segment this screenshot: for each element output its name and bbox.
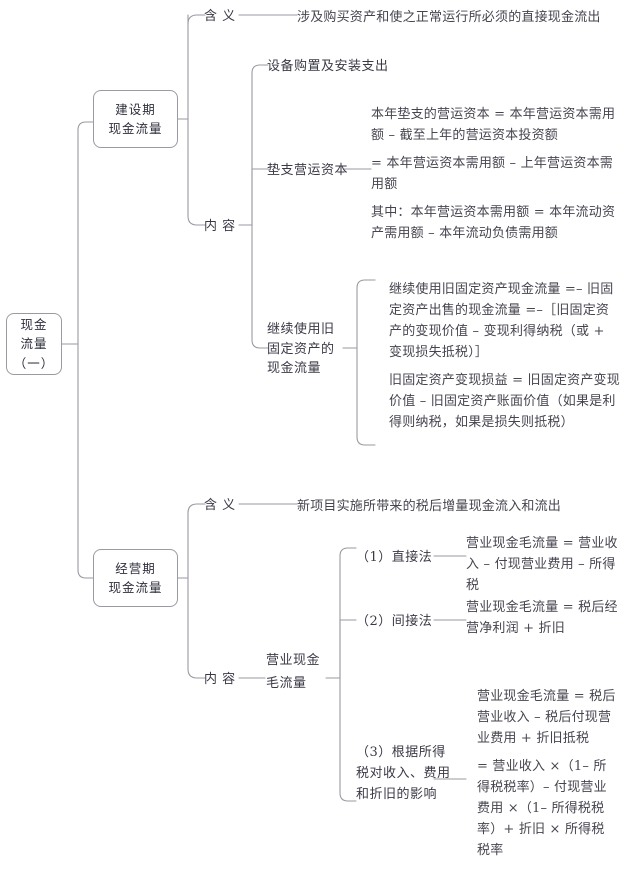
node-operation-period[interactable]: 经营期 现金流量	[93, 549, 178, 607]
node-construction-line-1: 现金流量	[108, 121, 163, 136]
node-construction-period[interactable]: 建设期 现金流量	[93, 90, 178, 148]
label-working-capital[interactable]: 垫支营运资本	[267, 163, 349, 178]
text-working-capital-line-2: 其中：本年营运资本需用额 = 本年流动资产需用额 – 本年流动负债需用额	[371, 205, 616, 242]
text-direct-method: 营业现金毛流量 = 营业收入 – 付现营业费用 – 所得税	[466, 533, 618, 596]
text-working-capital-line-0: 本年垫支的营运资本 = 本年营运资本需用额 – 截至上年的营运资本投资额	[371, 107, 616, 144]
text-old-fixed-asset: 继续使用旧固定资产现金流量 =– 旧固定资产出售的现金流量 =–［旧固定资产的变…	[389, 279, 620, 433]
label-construction-meaning[interactable]: 含 义	[204, 9, 236, 24]
label-operation-meaning[interactable]: 含 义	[204, 498, 236, 513]
text-operation-meaning: 新项目实施所带来的税后增量现金流入和流出	[297, 496, 617, 517]
node-root-line-0: 现金	[20, 316, 48, 332]
label-construction-content[interactable]: 内 容	[204, 219, 236, 234]
text-operation-meaning-line-0: 新项目实施所带来的税后增量现金流入和流出	[297, 499, 562, 514]
text-indirect-method-line-0: 营业现金毛流量 = 税后经营净利润 + 折旧	[466, 600, 618, 637]
text-income-tax-effect-line-0: 营业现金毛流量 = 税后营业收入 – 税后付现营业费用 + 折旧抵税	[477, 689, 616, 747]
label-indirect-method[interactable]: （2）间接法	[356, 614, 433, 629]
text-construction-meaning: 涉及购买资产和使之正常运行所必须的直接现金流出	[297, 7, 617, 28]
node-root-line-1: 流量	[20, 336, 48, 352]
node-operation-line-1: 现金流量	[108, 580, 163, 595]
node-construction-line-0: 建设期	[115, 101, 156, 117]
text-old-fixed-asset-line-1: 旧固定资产变现损益 = 旧固定资产变现价值 – 旧固定资产账面价值（如果是利得则…	[389, 373, 620, 431]
text-direct-method-line-0: 营业现金毛流量 = 营业收入 – 付现营业费用 – 所得税	[466, 536, 618, 594]
node-root-line-2: （一）	[13, 355, 55, 371]
label-equipment-purchase[interactable]: 设备购置及安装支出	[267, 59, 389, 74]
text-income-tax-effect-method: 营业现金毛流量 = 税后营业收入 – 税后付现营业费用 + 折旧抵税 = 营业收…	[477, 686, 617, 861]
text-working-capital: 本年垫支的营运资本 = 本年营运资本需用额 – 截至上年的营运资本投资额 = 本…	[371, 104, 620, 244]
label-income-tax-effect-method[interactable]: （3）根据所得税对收入、费用和折旧的影响	[356, 745, 451, 803]
label-old-fixed-asset[interactable]: 继续使用旧固定资产的现金流量	[267, 322, 335, 376]
label-direct-method[interactable]: （1）直接法	[356, 550, 433, 565]
node-operation-line-0: 经营期	[115, 560, 156, 576]
text-old-fixed-asset-line-0: 继续使用旧固定资产现金流量 =– 旧固定资产出售的现金流量 =–［旧固定资产的变…	[389, 282, 614, 361]
label-operating-gross-cash-flow[interactable]: 营业现金毛流量	[266, 653, 321, 691]
label-operation-content[interactable]: 内 容	[204, 672, 236, 687]
node-root[interactable]: 现金 流量 （一）	[6, 313, 62, 375]
text-construction-meaning-line-0: 涉及购买资产和使之正常运行所必须的直接现金流出	[297, 10, 601, 25]
text-indirect-method: 营业现金毛流量 = 税后经营净利润 + 折旧	[466, 597, 618, 639]
text-working-capital-line-1: = 本年营运资本需用额 – 上年营运资本需用额	[371, 156, 613, 193]
text-income-tax-effect-line-1: = 营业收入 ×（1– 所得税税率）– 付现营业费用 ×（1– 所得税税率）+ …	[477, 759, 607, 859]
